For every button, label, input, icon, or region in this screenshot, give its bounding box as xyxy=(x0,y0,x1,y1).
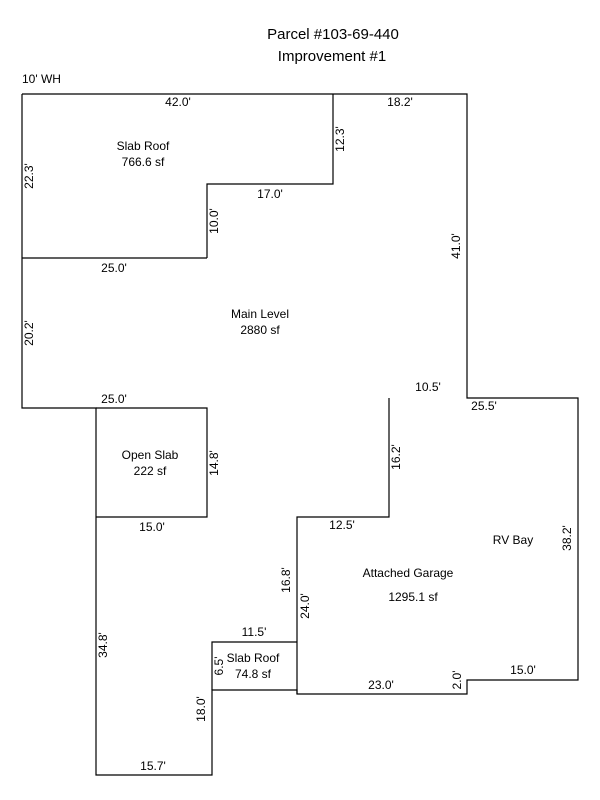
sketch-outline xyxy=(21,93,579,776)
dim-label: 18.2' xyxy=(387,95,413,109)
dim-label: 15.0' xyxy=(139,520,165,534)
dim-label: 22.3' xyxy=(22,163,36,189)
open-slab-name: Open Slab xyxy=(122,448,179,462)
dim-label: 18.0' xyxy=(194,696,208,722)
dim-label: 23.0' xyxy=(368,678,394,692)
open-slab-size: 222 sf xyxy=(134,464,167,478)
slab-roof-upper-name: Slab Roof xyxy=(117,139,170,153)
dim-label: 38.2' xyxy=(560,525,574,551)
dim-label: 25.0' xyxy=(101,261,127,275)
dim-label: 25.5' xyxy=(471,399,497,413)
wall-height-note: 10' WH xyxy=(22,72,61,86)
main-level-size: 2880 sf xyxy=(240,323,280,337)
dim-label: 25.0' xyxy=(101,392,127,406)
dim-label: 16.8' xyxy=(279,567,293,593)
improvement-title: Improvement #1 xyxy=(278,48,386,65)
dim-label: 2.0' xyxy=(450,671,464,690)
open-slab-wall xyxy=(96,407,208,518)
dim-label: 14.8' xyxy=(207,450,221,476)
lower-slab-wall xyxy=(211,641,297,690)
slab-roof-upper-size: 766.6 sf xyxy=(122,155,165,169)
garage-wall xyxy=(296,398,390,694)
dim-label: 11.5' xyxy=(242,625,267,639)
horizontal-dimensions: 42.0' 18.2' 17.0' 25.0' 25.0' 10.5' 25.5… xyxy=(101,95,536,773)
main-level-name: Main Level xyxy=(231,307,289,321)
slab-roof-lower-size: 74.8 sf xyxy=(235,667,272,681)
exterior-outline xyxy=(21,93,579,776)
dim-label: 24.0' xyxy=(298,593,312,619)
parcel-title: Parcel #103-69-440 xyxy=(267,26,399,43)
dim-label: 42.0' xyxy=(165,95,191,109)
dim-label: 15.0' xyxy=(510,663,536,677)
dim-label: 10.5' xyxy=(415,380,441,394)
dim-label: 12.5' xyxy=(329,518,355,532)
dim-label: 17.0' xyxy=(257,187,283,201)
dim-label: 10.0' xyxy=(207,208,221,234)
upper-slab-step xyxy=(206,94,334,258)
dim-label: 34.8' xyxy=(96,632,110,658)
dim-label: 15.7' xyxy=(140,759,166,773)
rv-bay-name: RV Bay xyxy=(493,533,533,547)
vertical-dimensions: 22.3' 12.3' 10.0' 41.0' 20.2' 16.2' 14.8… xyxy=(22,126,574,722)
dim-label: 41.0' xyxy=(449,233,463,259)
dim-label: 20.2' xyxy=(22,320,36,346)
slab-roof-lower-name: Slab Roof xyxy=(227,651,280,665)
attached-garage-size: 1295.1 sf xyxy=(388,590,438,604)
dim-label: 12.3' xyxy=(333,126,347,152)
dim-label: 16.2' xyxy=(389,444,403,470)
dim-label: 6.5' xyxy=(212,657,226,676)
attached-garage-name: Attached Garage xyxy=(363,566,454,580)
